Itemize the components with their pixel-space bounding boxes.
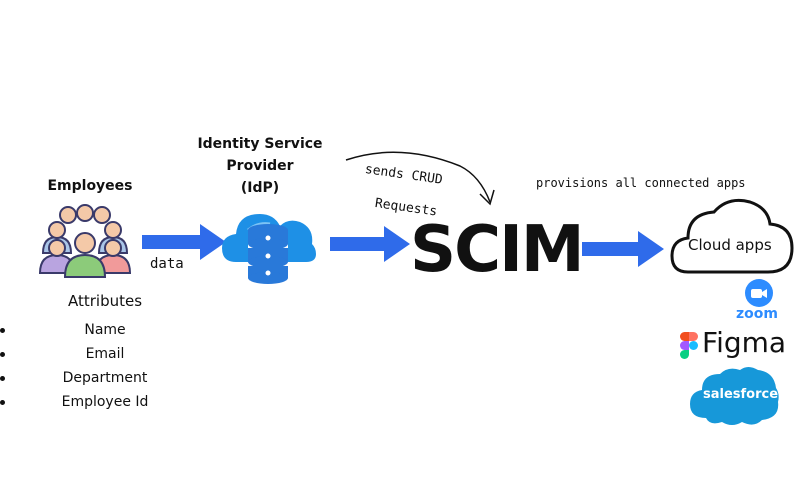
salesforce-logo-icon	[690, 367, 779, 425]
crud-curved-arrow	[345, 151, 495, 206]
arrow-idp-to-scim	[330, 226, 410, 262]
scim-label: SCIM	[410, 213, 585, 287]
attribute-name: Name	[84, 322, 126, 338]
arrow-scim-to-cloud	[582, 231, 664, 267]
cloud-apps-label: Cloud apps	[688, 236, 772, 254]
list-item: Email	[0, 342, 170, 366]
list-item: Employee Id	[0, 390, 170, 414]
idp-title-line1: Identity Service	[197, 136, 323, 152]
cloud-outline-icon	[670, 198, 794, 274]
people-group-icon	[38, 204, 132, 278]
figma-logo-text: Figma	[702, 326, 787, 359]
attribute-department: Department	[62, 370, 148, 386]
data-edge-label: data	[150, 256, 184, 272]
salesforce-logo-text: salesforce	[703, 387, 779, 402]
idp-title-line3: (IdP)	[240, 180, 280, 196]
zoom-logo-text: zoom	[736, 306, 778, 322]
list-item: Department	[0, 366, 170, 390]
cloud-database-icon	[222, 214, 316, 284]
attributes-title: Attributes	[67, 292, 143, 310]
attribute-email: Email	[85, 346, 125, 362]
list-item: Name	[0, 318, 170, 342]
arrow-employees-to-idp	[142, 224, 226, 260]
provision-label: provisions all connected apps	[536, 176, 746, 190]
zoom-logo-icon	[745, 279, 773, 307]
employees-title: Employees	[47, 178, 133, 194]
attributes-list: Name Email Department Employee Id	[0, 318, 170, 414]
idp-title-line2: Provider	[226, 158, 294, 174]
figma-logo-icon	[680, 332, 698, 359]
attribute-employee-id: Employee Id	[61, 394, 149, 410]
